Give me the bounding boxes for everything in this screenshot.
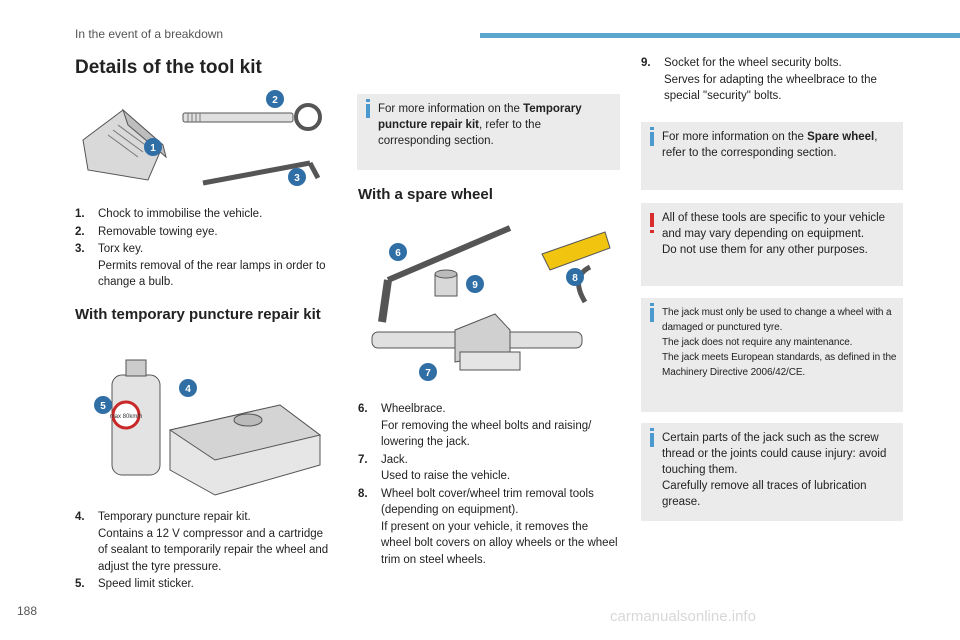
- info-icon: [650, 127, 654, 146]
- spare-wheel-heading: With a spare wheel: [358, 186, 493, 203]
- repair-kit-list: 4. Temporary puncture repair kit.Contain…: [75, 509, 333, 594]
- repair-kit-illustration: max 80km/h 4 5: [94, 359, 322, 496]
- svg-text:1: 1: [150, 143, 156, 154]
- callout-7: 7: [419, 363, 437, 381]
- svg-text:3: 3: [294, 173, 300, 184]
- speed-sticker: max 80km/h: [110, 400, 143, 430]
- page-number: 188: [17, 604, 38, 618]
- info-box-spare-wheel: For more information on the Spare wheel,…: [641, 122, 903, 190]
- repair-kit-heading: With temporary puncture repair kit: [75, 306, 321, 323]
- info-box-repair-kit: For more information on the Temporary pu…: [357, 94, 620, 170]
- callout-4: 4: [179, 379, 197, 397]
- callout-9: 9: [466, 275, 484, 293]
- list-item: 9. Socket for the wheel security bolts.S…: [641, 57, 877, 102]
- tool-kit-list: 1. Chock to immobilise the vehicle. 2. R…: [75, 206, 330, 292]
- callout-8: 8: [566, 268, 584, 286]
- svg-text:9: 9: [472, 280, 478, 291]
- list-item: 7. Jack.Used to raise the vehicle.: [358, 453, 511, 483]
- towing-eye-drawing: [182, 103, 322, 131]
- svg-text:6: 6: [395, 248, 401, 259]
- sticker-text: max 80km/h: [110, 414, 143, 420]
- svg-text:7: 7: [425, 368, 431, 379]
- svg-text:4: 4: [185, 384, 191, 395]
- watermark: carmanualsonline.info: [610, 608, 756, 625]
- info-box-jack: The jack must only be used to change a w…: [641, 298, 903, 412]
- header-accent-bar: [480, 33, 960, 38]
- page-title: Details of the tool kit: [75, 57, 262, 78]
- callout-5: 5: [94, 396, 112, 414]
- list-item: 5. Speed limit sticker.: [75, 578, 194, 590]
- info-icon: [650, 303, 654, 322]
- wheelbrace-drawing: [378, 225, 512, 323]
- svg-text:2: 2: [272, 95, 278, 106]
- running-header: In the event of a breakdown: [75, 27, 224, 41]
- torx-key-drawing: [202, 160, 321, 186]
- tool-kit-illustration: 1 2 3: [82, 90, 322, 186]
- spare-wheel-list: 6. Wheelbrace.For removing the wheel bol…: [358, 401, 620, 569]
- info-box-jack-safety: Certain parts of the jack such as the sc…: [641, 423, 903, 521]
- callout-2: 2: [266, 90, 284, 108]
- socket-drawing: [434, 269, 458, 297]
- svg-text:5: 5: [100, 401, 106, 412]
- warning-icon: [650, 213, 654, 233]
- list-item: 6. Wheelbrace.For removing the wheel bol…: [358, 403, 592, 448]
- socket-item: 9. Socket for the wheel security bolts.S…: [641, 55, 903, 106]
- info-icon: [366, 99, 370, 118]
- list-item: 2. Removable towing eye.: [75, 225, 218, 238]
- warning-box-tools: All of these tools are specific to your …: [641, 203, 903, 286]
- compressor-drawing: [168, 404, 322, 496]
- spare-wheel-tools-illustration: 6 7 8 9: [371, 225, 611, 381]
- callout-3: 3: [288, 168, 306, 186]
- list-item: 4. Temporary puncture repair kit.Contain…: [75, 511, 329, 573]
- info-icon: [650, 428, 654, 447]
- list-item: 3. Torx key.Permits removal of the rear …: [75, 243, 326, 288]
- callout-1: 1: [144, 138, 162, 156]
- jack-drawing: [371, 313, 583, 371]
- list-item: 8. Wheel bolt cover/wheel trim removal t…: [358, 487, 618, 566]
- trim-tool-drawing: [541, 231, 611, 304]
- list-item: 1. Chock to immobilise the vehicle.: [75, 208, 263, 220]
- callout-6: 6: [389, 243, 407, 261]
- svg-text:8: 8: [572, 273, 578, 284]
